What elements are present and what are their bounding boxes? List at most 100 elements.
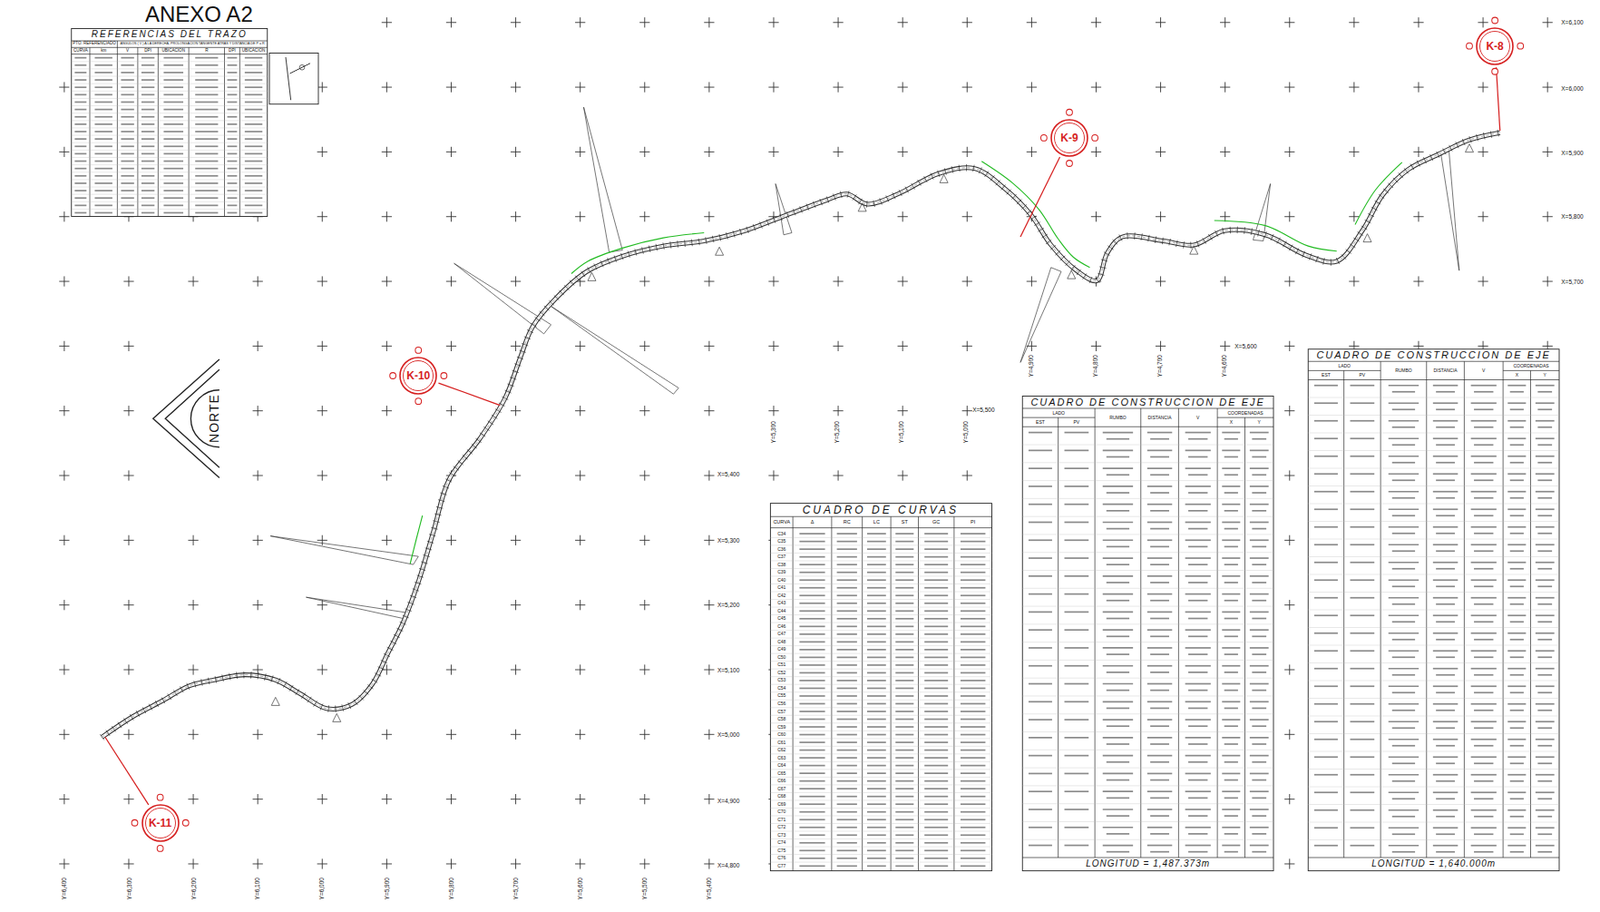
table-header: V bbox=[1482, 368, 1485, 373]
table-cell-value bbox=[1221, 593, 1240, 596]
table-cell-value bbox=[244, 86, 263, 88]
rule-line bbox=[71, 119, 268, 121]
table-cell-value bbox=[1221, 538, 1240, 541]
rule-line bbox=[1307, 520, 1560, 522]
table-cell-value bbox=[1221, 431, 1240, 434]
table-cell-value bbox=[1147, 772, 1172, 775]
table-cell-value bbox=[1028, 646, 1053, 649]
table-cell-value bbox=[867, 672, 887, 674]
table-cell-value bbox=[924, 540, 948, 543]
table-cell-value bbox=[924, 771, 948, 774]
benchmark-ring bbox=[400, 357, 437, 394]
table-cell-value bbox=[1350, 384, 1376, 387]
table-cell-value bbox=[1471, 578, 1497, 581]
table-cell-value bbox=[1102, 790, 1133, 792]
grid-coordinate: X=5,400 bbox=[717, 471, 740, 479]
table-header: LADO bbox=[1337, 363, 1351, 369]
table-cell-value bbox=[1028, 611, 1053, 614]
benchmark-ornament bbox=[182, 819, 189, 826]
table-cell-value bbox=[1064, 628, 1090, 631]
table-cell-value bbox=[74, 153, 87, 156]
rule-line bbox=[1022, 551, 1274, 553]
table-cell-value bbox=[1471, 632, 1497, 635]
table-cell-value bbox=[1150, 456, 1170, 459]
table-cell-value bbox=[867, 556, 887, 558]
limit-line bbox=[1214, 220, 1337, 252]
table-cell-value bbox=[1150, 634, 1170, 637]
table-cell-value bbox=[867, 617, 887, 620]
curve-name: C57 bbox=[777, 709, 786, 714]
table-cell-value bbox=[74, 212, 87, 215]
table-cell-value bbox=[1249, 772, 1269, 775]
table-cell-value bbox=[867, 802, 887, 805]
table-cell-value bbox=[1510, 726, 1524, 729]
table-cell-value bbox=[1064, 575, 1090, 577]
table-cell-value bbox=[960, 826, 986, 829]
table-cell-value bbox=[1435, 390, 1455, 393]
table-cell-value bbox=[1188, 707, 1208, 710]
table-cell-value bbox=[1535, 455, 1555, 458]
table-cell-value bbox=[195, 86, 218, 88]
grid-coordinate: Y=5,300 bbox=[770, 420, 778, 443]
table-cell-value bbox=[1314, 526, 1338, 528]
table-cell-value bbox=[924, 594, 948, 596]
curve-name: C76 bbox=[777, 855, 786, 860]
table-cell-value bbox=[1251, 563, 1267, 566]
table-cell-value bbox=[960, 556, 986, 558]
rule-line bbox=[1463, 360, 1465, 858]
table-cell-value bbox=[1221, 790, 1240, 792]
table-cell-value bbox=[1249, 467, 1269, 469]
table-cell-value bbox=[1251, 850, 1267, 853]
table-cell-value bbox=[1150, 850, 1170, 853]
table-cell-value bbox=[1392, 390, 1415, 393]
table-cell-value bbox=[94, 130, 112, 133]
table-cell-value bbox=[1150, 671, 1170, 674]
table-cell-value bbox=[1388, 419, 1419, 422]
table-cell-value bbox=[1064, 718, 1090, 721]
rule-line bbox=[770, 853, 992, 855]
table-cell-value bbox=[141, 212, 155, 215]
rule-line bbox=[770, 637, 992, 639]
rule-line bbox=[1022, 694, 1274, 696]
table-cell-value bbox=[1507, 401, 1526, 404]
table-cell-value bbox=[1473, 603, 1493, 605]
table-cell-value bbox=[1150, 832, 1170, 835]
curve-name: C35 bbox=[777, 538, 786, 544]
table-cell-value bbox=[1251, 814, 1267, 817]
table-cell-value bbox=[960, 787, 986, 790]
table-cell-value bbox=[895, 633, 914, 635]
table-cell-value bbox=[867, 702, 887, 705]
table-cell-value bbox=[1221, 485, 1240, 488]
table-cell-value bbox=[1188, 689, 1208, 692]
table-cell-value bbox=[1102, 664, 1133, 667]
table-cell-value bbox=[1147, 736, 1172, 739]
grid-coordinate: X=6,100 bbox=[1560, 19, 1583, 27]
table-cell-value bbox=[1188, 509, 1208, 512]
table-cell-value bbox=[1507, 738, 1526, 741]
table-cell-value bbox=[1350, 826, 1376, 829]
table-cell-value bbox=[1433, 507, 1458, 510]
table-cell-value bbox=[94, 182, 112, 185]
table-cell-value bbox=[1251, 796, 1267, 799]
table-cell-value bbox=[141, 153, 155, 156]
table-cell-value bbox=[1188, 850, 1208, 853]
table-cell-value bbox=[1106, 689, 1130, 692]
table-cell-value bbox=[1510, 797, 1524, 800]
table-header: GC bbox=[932, 519, 940, 526]
table-cell-value bbox=[244, 204, 263, 207]
table-cell-value bbox=[1251, 546, 1267, 548]
table-cell-value bbox=[799, 633, 825, 635]
table-cell-value bbox=[960, 841, 986, 844]
table-cell-value bbox=[1221, 467, 1240, 469]
table-cell-value bbox=[960, 617, 986, 620]
table-cell-value bbox=[1435, 850, 1455, 853]
table-cell-value bbox=[120, 189, 134, 192]
table-cell-value bbox=[924, 571, 948, 574]
table-cell-value bbox=[163, 189, 184, 192]
rule-line bbox=[1022, 587, 1274, 589]
rule-line bbox=[71, 40, 268, 42]
table-cell-value bbox=[1537, 514, 1552, 517]
table-cell-value bbox=[1147, 844, 1172, 847]
table-cell-value bbox=[94, 145, 112, 147]
table-cell-value bbox=[1433, 614, 1458, 616]
